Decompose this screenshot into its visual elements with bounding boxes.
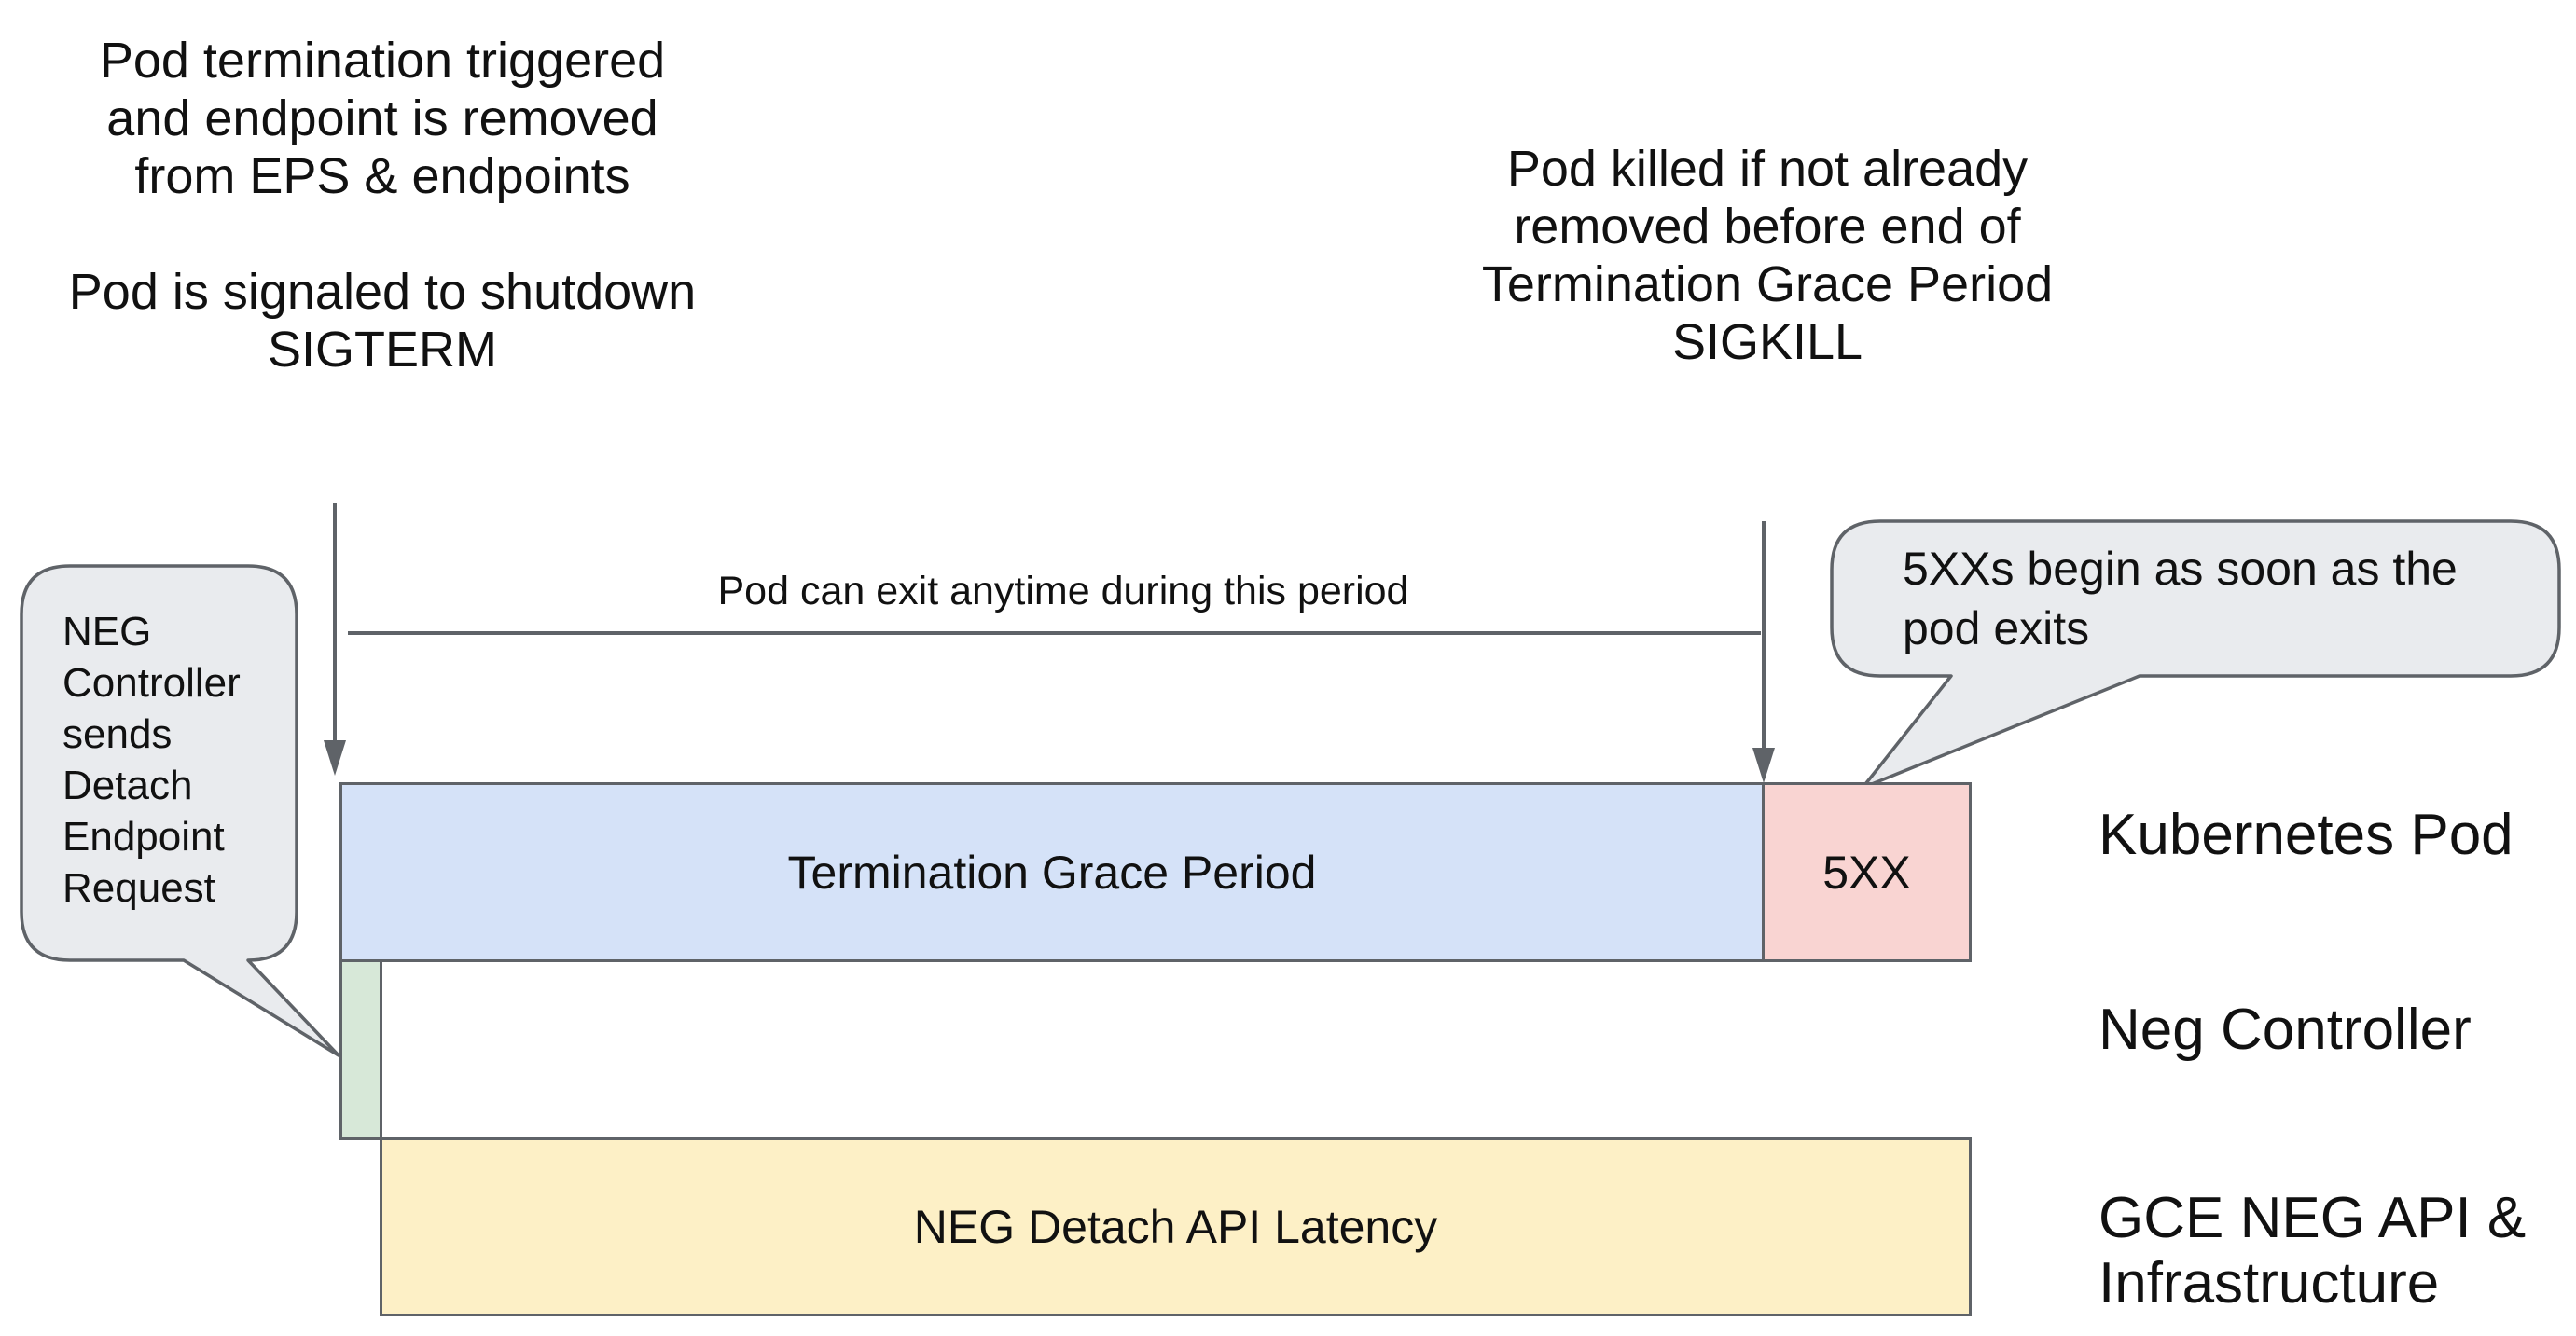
- right-speech-bubble-text: 5XXs begin as soon as the pod exits: [1903, 543, 2458, 654]
- note-pod-termination-sigterm: Pod termination triggered and endpoint i…: [68, 33, 697, 378]
- 5xx-bar: 5XX: [1762, 782, 1972, 962]
- period-label: Pod can exit anytime during this period: [717, 569, 1409, 613]
- termination-grace-period-bar: Termination Grace Period: [339, 782, 1765, 962]
- neg-detach-trigger-bar: [339, 959, 382, 1140]
- lane-label-neg-controller: Neg Controller: [2098, 998, 2472, 1062]
- sigterm-arrowhead-icon: [324, 740, 346, 776]
- sigkill-arrow: [1752, 521, 1775, 783]
- lane-label-kubernetes-pod: Kubernetes Pod: [2098, 803, 2514, 867]
- neg-detach-api-latency-bar: NEG Detach API Latency: [380, 1137, 1972, 1316]
- termination-grace-period-bar-label: Termination Grace Period: [787, 846, 1317, 899]
- sigterm-arrow: [324, 503, 346, 776]
- 5xx-bar-label: 5XX: [1822, 846, 1911, 899]
- neg-detach-api-latency-bar-label: NEG Detach API Latency: [913, 1201, 1438, 1253]
- sigkill-arrowhead-icon: [1752, 748, 1775, 783]
- left-speech-bubble-text: NEG Controller sends Detach Endpoint Req…: [62, 609, 241, 911]
- note-pod-killed-sigkill: Pod killed if not already removed before…: [1481, 141, 2054, 370]
- lane-label-gce-neg-api: GCE NEG API & Infrastructure: [2098, 1186, 2527, 1315]
